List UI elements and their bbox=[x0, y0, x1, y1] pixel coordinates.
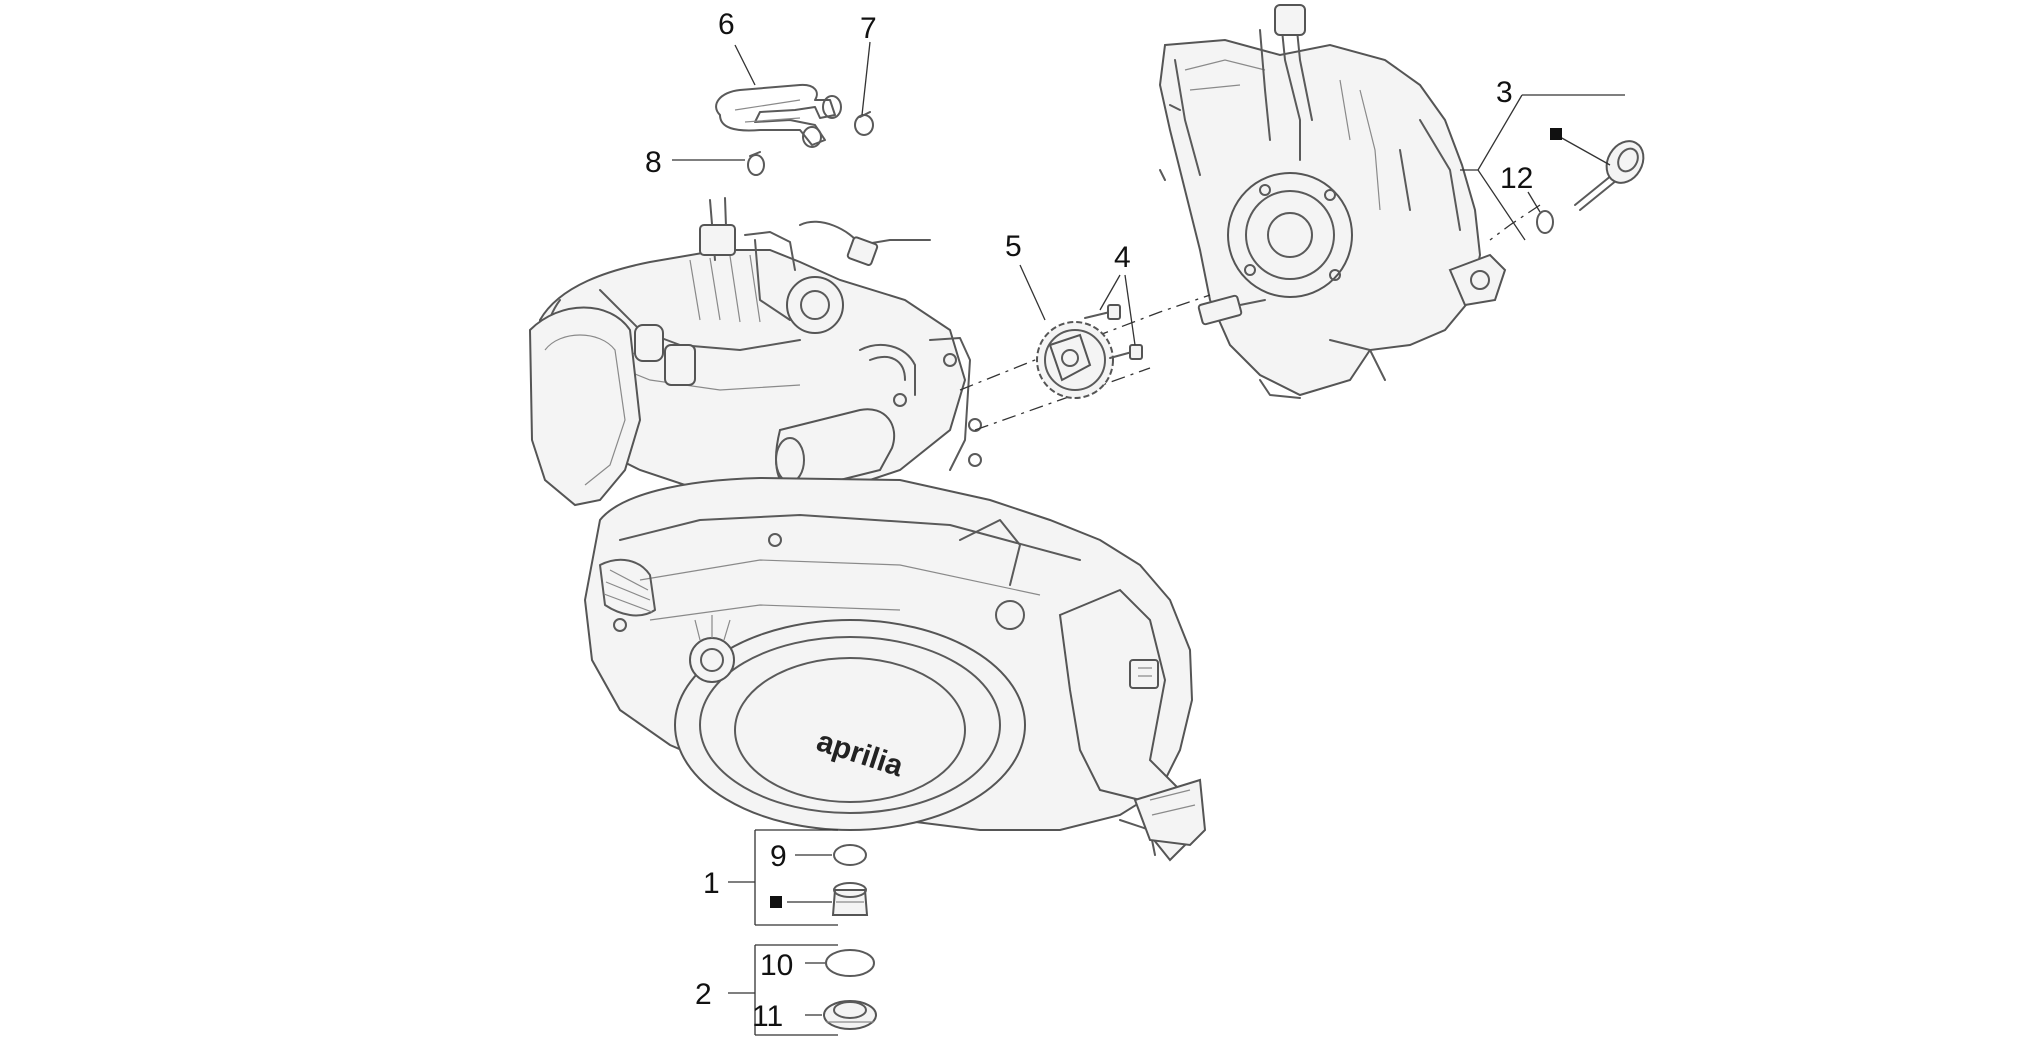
callout-5: 5 bbox=[1005, 230, 1022, 263]
callout-3: 3 bbox=[1496, 76, 1513, 109]
assembly-line-gear-lower bbox=[974, 367, 1151, 431]
clamp-icon bbox=[747, 111, 874, 176]
assembly-line-gear-upper bbox=[959, 294, 1211, 391]
callout-6: 6 bbox=[718, 8, 735, 41]
oil-dipstick-icon bbox=[1574, 140, 1645, 211]
callout-7: 7 bbox=[860, 12, 877, 45]
square-marker-icon bbox=[770, 896, 782, 908]
leader-lines bbox=[672, 41, 1625, 1036]
filter-cap-icon bbox=[823, 1000, 877, 1030]
callout-9: 9 bbox=[770, 840, 787, 873]
drain-plug-icon bbox=[831, 882, 869, 916]
o-ring-icon bbox=[833, 844, 867, 866]
callout-4: 4 bbox=[1114, 241, 1131, 274]
callout-1: 1 bbox=[703, 867, 720, 900]
hose-icon bbox=[715, 83, 842, 148]
callout-12: 12 bbox=[1500, 162, 1533, 195]
engine-assembly-drawing: aprilia bbox=[528, 197, 1207, 862]
bolt-icon bbox=[1084, 304, 1143, 360]
o-ring-icon bbox=[825, 949, 875, 977]
callout-10: 10 bbox=[760, 949, 793, 982]
callout-11: 11 bbox=[752, 1000, 783, 1033]
callout-8: 8 bbox=[645, 146, 662, 179]
crankcase-half-drawing bbox=[1158, 4, 1507, 399]
gear-icon bbox=[1036, 321, 1114, 399]
square-marker-icon bbox=[1550, 128, 1562, 140]
callout-2: 2 bbox=[695, 978, 712, 1011]
o-ring-icon bbox=[1536, 210, 1554, 234]
assembly-line-dipstick bbox=[1489, 204, 1541, 241]
